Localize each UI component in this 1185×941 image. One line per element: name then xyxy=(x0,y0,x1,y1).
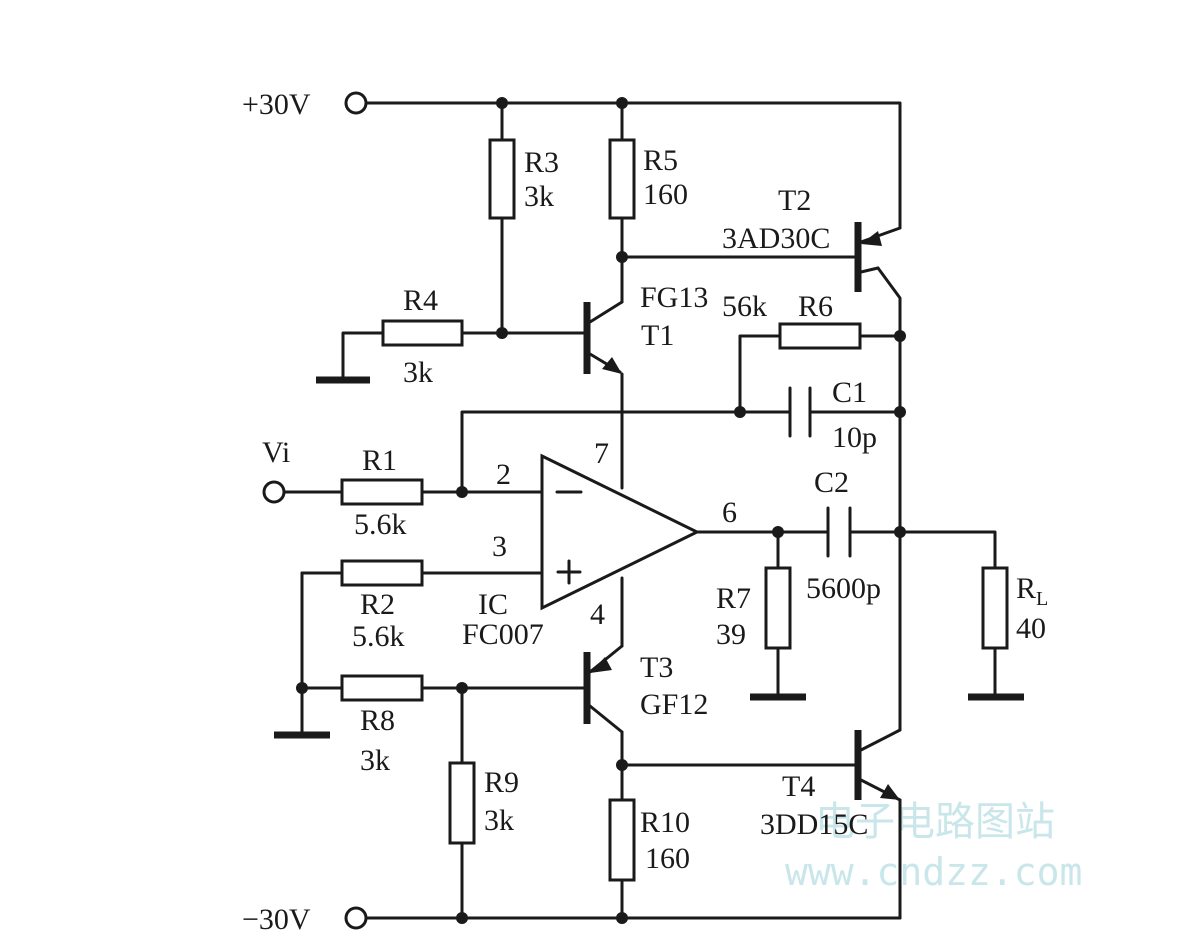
watermark-url: www.cndzz.com xyxy=(785,850,1082,894)
resistor-r5 xyxy=(608,138,636,220)
rl-name: RL xyxy=(1016,572,1048,610)
r3-value: 3k xyxy=(524,180,554,213)
r2-value: 5.6k xyxy=(352,620,405,653)
r6-value: 56k xyxy=(722,290,767,323)
r2-name: R2 xyxy=(360,588,395,621)
opamp-pin-2: 2 xyxy=(496,458,511,491)
input-label: Vi xyxy=(262,436,290,469)
resistor-r3 xyxy=(488,138,516,220)
r7-name: R7 xyxy=(716,582,751,615)
input-terminal xyxy=(262,480,286,504)
t1-part: FG13 xyxy=(640,281,708,314)
t3-part: GF12 xyxy=(640,688,708,721)
opamp-pin-4: 4 xyxy=(590,598,605,631)
negative-supply-label: −30V xyxy=(242,903,311,936)
opamp-ic xyxy=(540,453,701,611)
capacitor-c2 xyxy=(826,506,852,558)
r5-name: R5 xyxy=(643,144,678,177)
c2-value: 5600p xyxy=(806,572,881,605)
resistor-r2 xyxy=(340,559,424,587)
resistor-rl xyxy=(981,566,1009,650)
r4-name: R4 xyxy=(403,284,438,317)
r1-value: 5.6k xyxy=(354,508,407,541)
transistor-t4 xyxy=(854,728,902,802)
resistor-r10 xyxy=(608,798,636,882)
opamp-part: FC007 xyxy=(462,618,544,651)
r6-name: R6 xyxy=(798,290,833,323)
r4-value: 3k xyxy=(403,356,433,389)
transistor-t1 xyxy=(583,300,624,374)
opamp-pin-3: 3 xyxy=(492,530,507,563)
positive-supply-terminal xyxy=(344,91,368,115)
watermark-text: 电子电路图站 xyxy=(815,799,1055,845)
capacitor-c1 xyxy=(788,386,812,438)
t1-name: T1 xyxy=(641,319,674,352)
resistor-r8 xyxy=(340,674,424,702)
transistor-t3 xyxy=(583,644,624,734)
junction-dots xyxy=(296,97,906,924)
rl-value: 40 xyxy=(1016,612,1046,645)
positive-supply-label: +30V xyxy=(242,88,311,121)
resistor-r7 xyxy=(764,566,792,650)
t2-part: 3AD30C xyxy=(722,222,830,255)
opamp-pin-6: 6 xyxy=(722,496,737,529)
c1-value: 10p xyxy=(832,421,877,454)
t2-name: T2 xyxy=(778,184,811,217)
negative-supply-terminal xyxy=(344,906,368,930)
r10-name: R10 xyxy=(640,806,690,839)
r3-name: R3 xyxy=(524,146,559,179)
resistor-r1 xyxy=(340,478,424,506)
transistor-t2 xyxy=(854,222,902,292)
opamp-name: IC xyxy=(478,588,508,621)
c2-name: C2 xyxy=(814,466,849,499)
c1-name: C1 xyxy=(832,376,867,409)
r8-value: 3k xyxy=(360,744,390,777)
opamp-pin-7: 7 xyxy=(594,437,609,470)
wires xyxy=(283,101,997,920)
r10-value: 160 xyxy=(645,842,690,875)
r5-value: 160 xyxy=(643,178,688,211)
resistor-r6 xyxy=(778,322,862,350)
r9-name: R9 xyxy=(484,766,519,799)
r8-name: R8 xyxy=(360,704,395,737)
r9-value: 3k xyxy=(484,804,514,837)
t4-part: 3DD15C xyxy=(760,808,868,841)
resistor-r4 xyxy=(381,319,464,347)
r1-name: R1 xyxy=(362,444,397,477)
resistor-r9 xyxy=(448,761,476,845)
r7-value: 39 xyxy=(716,618,746,651)
t3-name: T3 xyxy=(640,651,673,684)
t4-name: T4 xyxy=(782,770,815,803)
